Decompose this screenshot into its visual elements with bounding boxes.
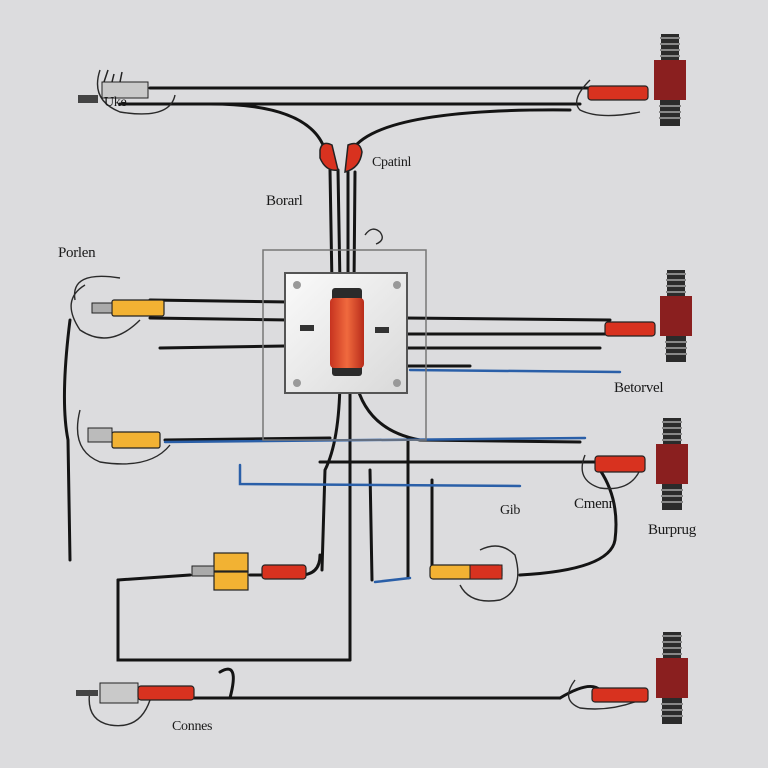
terminal <box>300 325 314 331</box>
connectors-right <box>587 85 656 703</box>
label-right-lower-b: Burprug <box>648 522 696 538</box>
connector-icon <box>137 685 195 701</box>
connector-icon <box>594 455 646 473</box>
wire <box>148 298 292 304</box>
lead <box>76 409 171 465</box>
capsule-icon <box>319 142 363 174</box>
wire <box>163 436 332 442</box>
lead <box>88 689 151 727</box>
fuse-icon <box>91 299 165 317</box>
wire <box>328 168 334 287</box>
spark-plug-icon <box>655 631 689 725</box>
spark-plug-icon <box>659 269 693 363</box>
screw <box>293 281 301 289</box>
connector-icon <box>587 85 649 101</box>
spark-plug-icon <box>655 417 689 511</box>
connector-icon <box>261 564 307 580</box>
center-low-connector <box>429 564 503 580</box>
wire <box>320 373 342 572</box>
label-right-middle: Betorvel <box>614 380 664 396</box>
label-top-left-tag: Uke <box>104 95 127 110</box>
wire <box>148 316 292 322</box>
label-capsule: Cpatinl <box>372 155 412 170</box>
label-small-tag: Gib <box>500 503 521 518</box>
screw <box>393 281 401 289</box>
wire <box>116 578 352 662</box>
wire-blue <box>373 576 412 584</box>
blue-wires <box>163 368 622 584</box>
wire <box>350 108 572 152</box>
wire-blue <box>408 368 622 374</box>
label-top-center: Borarl <box>266 193 303 209</box>
lead <box>581 454 641 490</box>
lead <box>567 679 641 710</box>
relay-icon <box>330 288 364 376</box>
fuse-icon <box>213 552 249 572</box>
label-right-lower-a: Cmenn <box>574 496 616 512</box>
lead <box>459 545 519 602</box>
spark-plug-icon <box>653 33 687 127</box>
thin-leads <box>70 69 641 727</box>
screw <box>293 379 301 387</box>
connector-icon <box>604 321 656 337</box>
wire <box>158 344 287 350</box>
wire <box>218 667 235 700</box>
lead <box>576 79 641 117</box>
connector-icon <box>591 687 649 703</box>
wire <box>116 573 192 582</box>
terminal <box>375 327 389 333</box>
wire-bundle <box>62 86 618 700</box>
left-top-component <box>78 69 149 103</box>
wire <box>336 168 342 287</box>
wire <box>352 170 357 287</box>
lead <box>96 69 176 115</box>
wire <box>62 318 72 562</box>
fuse-block <box>191 552 307 591</box>
fuse-icon <box>87 427 161 449</box>
wire <box>403 316 612 322</box>
wire-blue <box>238 463 522 488</box>
fuse-icon <box>213 571 249 591</box>
label-bottom: Connes <box>172 719 213 734</box>
bottom-left-component <box>76 682 195 704</box>
lead <box>364 228 383 245</box>
screw <box>393 379 401 387</box>
lead <box>73 275 121 301</box>
wire <box>368 468 374 582</box>
wire <box>208 102 327 152</box>
label-left-upper: Porlen <box>58 245 96 261</box>
wire <box>518 468 618 577</box>
relay-frame <box>262 249 427 441</box>
